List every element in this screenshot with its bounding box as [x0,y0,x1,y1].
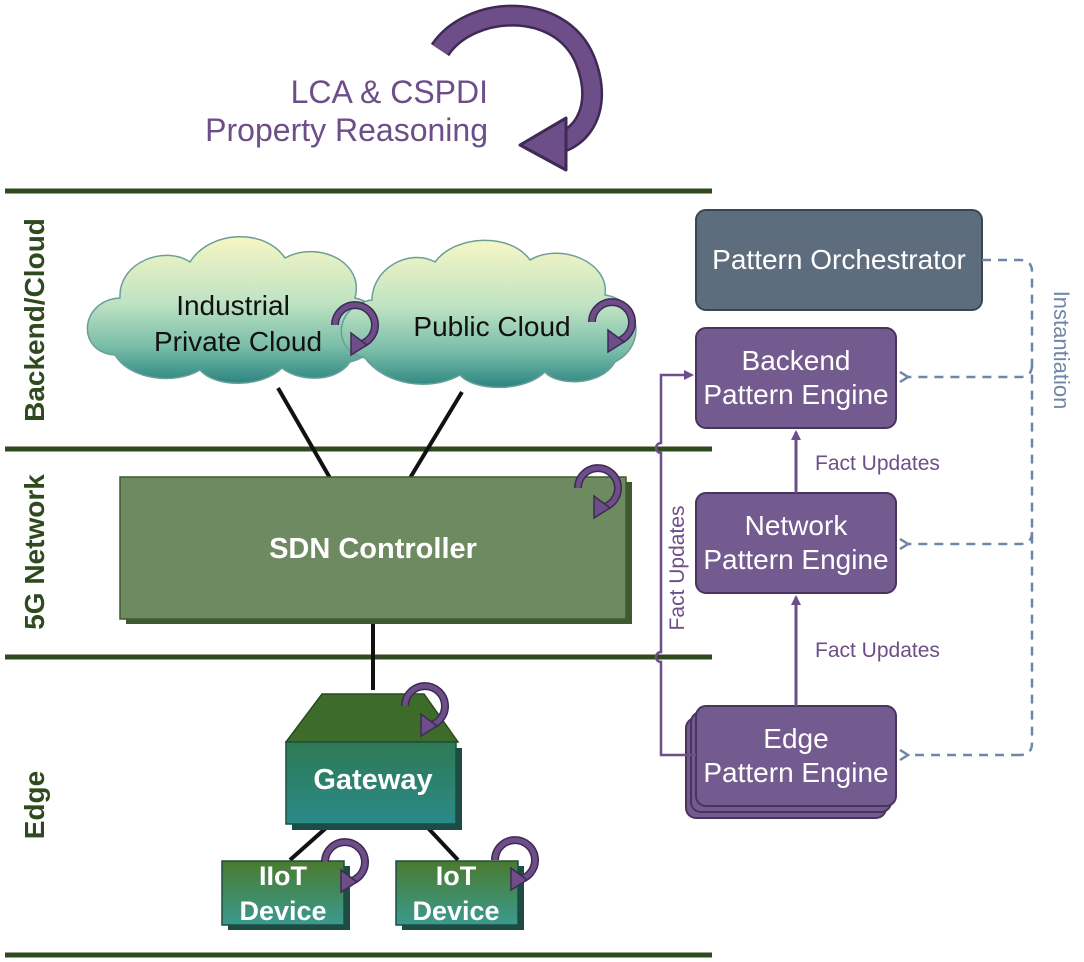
loop-icon-gateway [401,682,449,738]
link-private-cloud-sdn [276,386,332,480]
reasoning-title-line2: Property Reasoning [205,112,488,148]
public-cloud-label: Public Cloud [413,311,570,342]
link-gateway-iiot [288,826,328,862]
iot-device [395,860,524,930]
iiot-device [221,860,350,930]
private-cloud-label-line2: Private Cloud [154,326,322,357]
industrial-private-cloud [86,236,382,384]
loop-icon-public-cloud [588,298,636,354]
fact-updates-label-vertical: Fact Updates [666,506,689,631]
iiot-device-label-line1: IIoT [259,861,307,891]
network-engine-label-line2: Pattern Engine [703,544,888,575]
instantiation-label: Instantiation [1049,291,1074,410]
fact-updates-label-upper: Fact Updates [815,452,940,475]
public-cloud [340,239,637,389]
link-public-cloud-sdn [408,390,464,480]
reasoning-title-line1: LCA & CSPDI [291,74,488,110]
sdn-controller-label: SDN Controller [269,533,477,565]
backend-engine-label-line1: Backend [742,345,851,376]
sdn-controller-box [119,476,632,624]
reasoning-cycle-icon [430,4,604,172]
layer-label-backend-cloud: Backend/Cloud [19,218,50,422]
layer-label-5g-network: 5G Network [19,474,50,630]
layer-label-edge: Edge [19,771,50,839]
edge-engine-label-line2: Pattern Engine [703,757,888,788]
network-engine-label-line1: Network [745,510,849,541]
fact-updates-label-lower: Fact Updates [815,639,940,662]
edge-pattern-engine-stack [685,705,897,819]
iot-device-label-line2: Device [412,896,499,926]
loop-icon-iot-device [491,836,539,892]
link-gateway-iot [426,826,460,862]
gateway-label: Gateway [313,764,432,796]
backend-engine-label-line2: Pattern Engine [703,379,888,410]
loop-icon-sdn-controller [574,464,622,520]
arrow-edge-to-backend-bypass [654,370,696,757]
loop-icon-iiot-device [321,838,369,894]
network-pattern-engine-box [695,492,897,594]
loop-icon-private-cloud [331,301,379,357]
iiot-device-label-line2: Device [239,896,326,926]
backend-pattern-engine-box [695,327,897,429]
gateway-device [284,693,462,830]
edge-engine-label-line1: Edge [763,723,828,754]
pattern-orchestrator-label: Pattern Orchestrator [712,244,966,275]
instantiation-arrows [908,258,1034,755]
iot-device-label-line1: IoT [436,861,477,891]
private-cloud-label-line1: Industrial [176,290,290,321]
